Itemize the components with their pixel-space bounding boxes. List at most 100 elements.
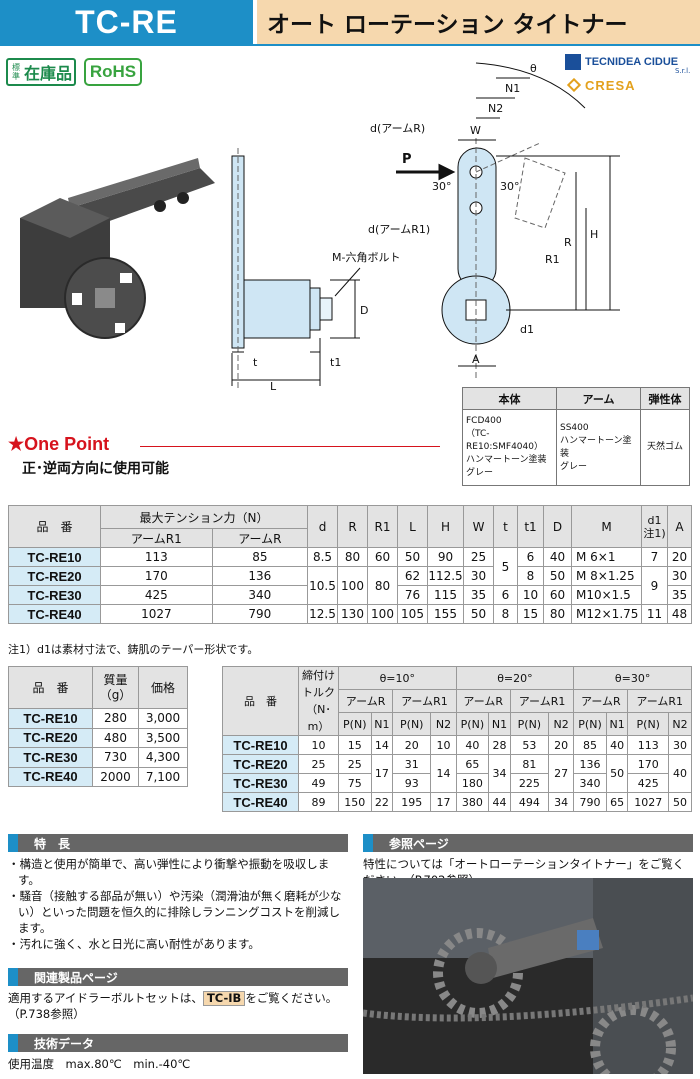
spec-header-code: 品 番 (8, 505, 101, 548)
bolt-label: M-六角ボルト (332, 251, 400, 264)
torque-header-theta10: θ=10° (338, 666, 457, 690)
one-point-text: 正･逆両方向に使用可能 (22, 461, 169, 477)
tech-text: 使用温度 max.80℃ min.-40℃ (8, 1057, 191, 1071)
weight-header-code: 品 番 (8, 666, 93, 709)
spec-header-t: t (493, 505, 518, 548)
cresa-logo-text: CRESA (585, 77, 636, 93)
dim-a-label: A (472, 353, 480, 366)
angle-right-label: 30° (500, 180, 520, 193)
related-title: 関連製品ページ (34, 970, 118, 985)
section-marker-icon (8, 1034, 18, 1052)
header: TC-RE オート ローテーション タイトナー (0, 0, 700, 46)
dim-t-label: t (253, 356, 258, 369)
spec-header-r1: R1 (367, 505, 398, 548)
torque-header-theta20: θ=20° (455, 666, 575, 690)
features-list: ・構造と使用が簡単で、高い弾性により衝撃や振動を吸収します。 ・騒音（接触する部… (8, 856, 348, 952)
dim-n2-label: N2 (488, 102, 503, 115)
tc-ib-link[interactable]: TC-IB (202, 991, 246, 1006)
product-name-title: オート ローテーション タイトナー (257, 0, 700, 44)
material-body-line: ハンマートーン塗装 (466, 455, 547, 465)
spec-header-m: M (571, 505, 642, 548)
stock-badge: 標準 在庫品 (6, 58, 76, 86)
material-elastic: 天然ゴム (640, 409, 690, 486)
section-marker-icon (8, 834, 18, 852)
spec-header-r: R (337, 505, 368, 548)
torque-header-theta30: θ=30° (573, 666, 692, 690)
dim-d-arm-r1-label: d(アームR1) (368, 223, 430, 236)
dim-d-label: D (360, 304, 368, 317)
cresa-logo: CRESA (567, 76, 695, 94)
one-point-rule (140, 446, 440, 447)
weight-header-price: 価格 (138, 666, 188, 709)
tecnidea-mark-icon (565, 54, 581, 70)
tecnidea-logo-text: TECNIDEA CIDUE (585, 56, 679, 68)
material-body-line: （TC-RE10:SMF4040） (466, 429, 543, 452)
spec-note: 注1）d1は素材寸法で、鋳肌のテーパー形状です。 (8, 643, 259, 656)
material-header-body: 本体 (462, 387, 557, 410)
tecnidea-logo: TECNIDEA CIDUE S.r.l. (565, 53, 695, 75)
product-code-title: TC-RE (0, 0, 253, 44)
spec-header-arm-r: アームR (211, 528, 309, 548)
dim-l-label: L (270, 380, 277, 393)
torque-header-torque: 締付けトルク（N･m） (298, 666, 339, 736)
spec-header-tension: 最大テンション力（N） (100, 505, 308, 529)
material-body-line: FCD400 (466, 416, 502, 426)
product-render (20, 158, 215, 339)
section-marker-icon (363, 834, 373, 852)
section-marker-icon (8, 968, 18, 986)
material-arm-line: ハンマートーン塗装 (560, 435, 632, 459)
spec-header-w: W (463, 505, 494, 548)
spec-table: 品 番 最大テンション力（N） d R R1 L H W t t1 D M d1… (8, 505, 692, 624)
dim-theta-label: θ (530, 62, 537, 75)
weight-header-mass: 質量（g） (92, 666, 139, 709)
dim-d1-label: d1 (520, 323, 534, 336)
reference-title: 参照ページ (389, 836, 449, 851)
front-view-drawing (396, 62, 620, 378)
side-view-drawing (231, 148, 361, 388)
dim-t1-label: t1 (330, 356, 341, 369)
dim-r-label: R (564, 236, 572, 249)
dim-d-arm-r-label: d(アームR) (370, 122, 425, 135)
cresa-diamond-icon (567, 78, 581, 92)
list-item: ・騒音（接触する部品が無い）や汚染（潤滑油が無く磨耗が少ない）といった問題を恒久… (8, 889, 342, 935)
spec-header-dd: D (543, 505, 572, 548)
application-photo (363, 878, 693, 1074)
technical-drawing: M-六角ボルト D t t1 L θ N1 N2 W d(アームR) P 30°… (20, 62, 620, 393)
tech-title: 技術データ (34, 1036, 95, 1051)
stock-badge-label: 在庫品 (24, 64, 73, 83)
material-arm-line: SS400 (560, 422, 589, 433)
spec-header-a: A (667, 505, 692, 548)
features-title: 特 長 (34, 836, 71, 851)
dim-h-label: H (590, 228, 598, 241)
spec-header-l: L (397, 505, 428, 548)
stock-badge-small: 標準 (12, 63, 20, 81)
force-p-label: P (402, 152, 412, 167)
reference-section-header: 参照ページ (363, 834, 693, 852)
header-divider (0, 44, 700, 46)
spec-header-h: H (427, 505, 464, 548)
tech-section-header: 技術データ (8, 1034, 348, 1052)
spec-header-t1: t1 (517, 505, 544, 548)
torque-header-code: 品 番 (222, 666, 299, 736)
material-table: 本体 アーム 弾性体 FCD400 （TC-RE10:SMF4040） ハンマー… (462, 387, 690, 486)
dim-n1-label: N1 (505, 82, 520, 95)
rohs-badge: RoHS (84, 58, 142, 86)
spec-header-arm-r1: アームR1 (100, 528, 213, 548)
features-section-header: 特 長 (8, 834, 348, 852)
material-header-elastic: 弾性体 (640, 387, 690, 410)
angle-left-label: 30° (432, 180, 452, 193)
